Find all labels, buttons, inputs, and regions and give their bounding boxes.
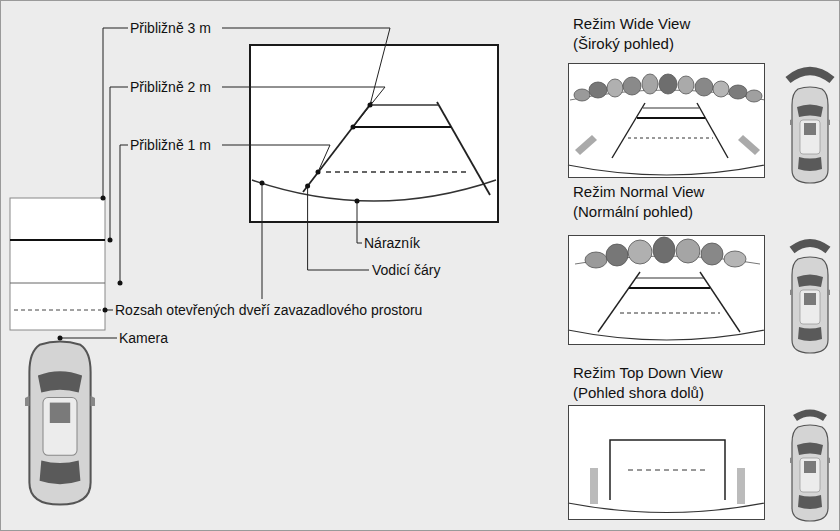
tailgate-line [326,171,468,172]
background-object [729,85,747,99]
distance-line [10,283,105,284]
background-object [746,90,762,102]
tailgate-line [628,138,713,139]
leader-dot [351,125,356,130]
view-screen [568,63,765,178]
leader-dot [118,281,123,286]
leader-dot [355,199,360,204]
background-objects [585,237,746,268]
bumper-curve [252,180,496,201]
view-panel: Režim Wide View (Široký pohled) [568,63,765,178]
leader-dot [305,184,310,189]
leader-line [110,87,128,240]
callout-label: Přibližně 2 m [130,78,211,96]
car-top-view [788,425,832,521]
leader-line [357,201,362,243]
leader-line [222,87,385,127]
guide-line [610,440,725,500]
view-screen [568,405,765,520]
tailgate-line [620,313,720,314]
callout-label: Rozsah otevřených dveří zavazadlového pr… [115,301,422,319]
guide-line [598,272,640,332]
distance-strip [10,198,105,330]
leader-dot [58,336,63,341]
background-object [642,74,658,94]
callout-label: Přibližně 3 m [130,19,211,37]
camera-range [792,243,828,250]
leader-line [60,338,117,339]
leader-dot [316,170,321,175]
leader-line [222,145,330,172]
background-object [678,76,694,94]
leader-line [308,186,369,270]
side-marker [575,135,597,155]
view-panel: Režim Normal View (Normální pohled) [568,235,765,345]
view-heading: Režim Top Down View (Pohled shora dolů) [573,363,735,403]
background-object [676,239,700,263]
leader-dot [103,308,108,313]
camera-range [795,413,825,418]
background-object [585,252,607,268]
guide-line [697,103,728,158]
background-object [653,237,675,263]
tailgate-line [628,470,708,471]
distance-line [636,277,704,278]
side-marker [738,135,760,155]
view-heading: Režim Normal View (Normální pohled) [573,182,735,222]
callout-label: Vodicí čáry [372,261,440,279]
distance-line [637,117,705,119]
side-marker [590,468,598,504]
leader-line [262,183,263,299]
tailgate-line [14,310,101,311]
background-object [606,244,628,266]
guide-line [437,102,490,195]
leader-lines [60,28,390,338]
leader-line [222,28,390,105]
background-object [623,77,641,95]
car-top-view [788,257,832,353]
side-marker [737,468,745,504]
distance-line [353,126,451,128]
leader-dot [108,238,113,243]
guide-line [700,272,740,332]
distance-line [10,239,105,241]
guide-line [612,103,645,158]
view-heading: Režim Wide View (Široký pohled) [573,14,735,54]
camera-screen [250,45,498,222]
car-top-view [23,341,98,504]
bumper-curve [568,503,765,513]
bumper-curve [568,330,765,340]
background-object [724,251,746,267]
camera-range [788,71,832,80]
distance-line [629,287,710,289]
background-objects [574,74,762,102]
background-object [713,81,729,97]
leader-dot [101,196,106,201]
background-object [628,240,652,264]
leader-line [103,28,128,198]
callout-label: Přibližně 1 m [130,136,211,154]
background-object [695,78,713,96]
background-object [659,74,677,94]
view-panel: Režim Top Down View (Pohled shora dolů) [568,405,765,520]
distance-line [643,107,699,108]
background-object [701,243,723,265]
distance-line [370,104,439,106]
leader-line [120,145,128,283]
bumper-curve [568,165,765,175]
background-object [607,79,623,97]
leader-dot [368,103,373,108]
car-top-view [788,87,832,183]
leader-dot [260,181,265,186]
view-screen [568,235,765,345]
background-object [589,82,607,98]
callout-label: Nárazník [364,234,420,252]
callout-label: Kamera [119,329,168,347]
background-object [574,89,590,101]
